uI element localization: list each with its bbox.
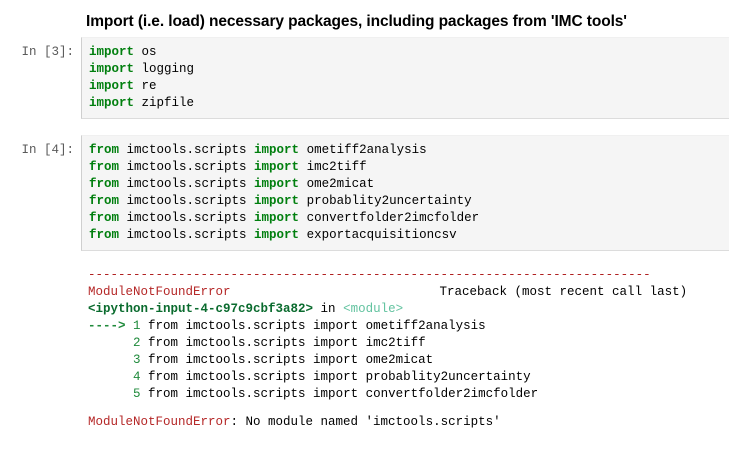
code-line: import logging <box>89 61 729 78</box>
keyword-token: from <box>89 228 120 243</box>
frame-code: from imctools.scripts import probablity2… <box>140 370 531 385</box>
traceback-source-line: 2 from imctools.scripts import imc2tiff <box>88 335 729 352</box>
code-line: import re <box>89 78 729 95</box>
keyword-token: import <box>89 45 135 60</box>
keyword-token: import <box>89 96 135 111</box>
keyword-token: import <box>254 228 300 243</box>
frame-marker <box>88 370 133 384</box>
module-token: imctools.scripts <box>119 228 255 243</box>
traceback-header: ModuleNotFoundError Traceback (most recen… <box>88 284 729 301</box>
error-type: ModuleNotFoundError <box>88 285 231 300</box>
frame-code: from imctools.scripts import ome2micat <box>140 353 434 368</box>
code-line: from imctools.scripts import probablity2… <box>89 193 729 210</box>
keyword-token: import <box>254 211 300 226</box>
scope-name: <module> <box>343 302 404 317</box>
in-keyword: in <box>313 302 344 317</box>
code-token: ometiff2analysis <box>299 143 427 158</box>
input-prompt-in-4: In [4]: <box>21 143 74 158</box>
code-line: from imctools.scripts import exportacqui… <box>89 227 729 244</box>
traceback-gap <box>88 403 729 414</box>
traceback-source-line: 5 from imctools.scripts import convertfo… <box>88 386 729 403</box>
code-token: ome2micat <box>299 177 375 192</box>
line-number: 4 <box>133 370 141 385</box>
traceback-output: ----------------------------------------… <box>81 265 729 432</box>
frame-code: from imctools.scripts import ometiff2ana… <box>140 319 486 334</box>
line-number: 5 <box>133 387 141 402</box>
line-number: 2 <box>133 336 141 351</box>
code-line: import zipfile <box>89 95 729 112</box>
input-file-ref: <ipython-input-4-c97c9cbf3a82> <box>88 302 314 317</box>
cell-spacer <box>0 119 729 135</box>
frame-marker <box>88 336 133 350</box>
code-cell-in-4[interactable]: In [4]: from imctools.scripts import ome… <box>0 135 729 252</box>
line-number: 1 <box>133 319 141 334</box>
code-token: imc2tiff <box>299 160 367 175</box>
code-token: exportacquisitioncsv <box>299 228 457 243</box>
traceback-source-line: 3 from imctools.scripts import ome2micat <box>88 352 729 369</box>
keyword-token: from <box>89 160 120 175</box>
keyword-token: import <box>254 194 300 209</box>
keyword-token: from <box>89 143 120 158</box>
code-token: os <box>134 45 157 60</box>
traceback-source-line: ----> 1 from imctools.scripts import ome… <box>88 318 729 335</box>
traceback-separator: ----------------------------------------… <box>88 267 729 284</box>
code-line: from imctools.scripts import convertfold… <box>89 210 729 227</box>
module-token: imctools.scripts <box>119 160 255 175</box>
code-editor-in-3[interactable]: import os import logging import re impor… <box>81 37 729 120</box>
keyword-token: import <box>89 62 135 77</box>
module-token: imctools.scripts <box>119 194 255 209</box>
page-title: Import (i.e. load) necessary packages, i… <box>86 13 627 30</box>
keyword-token: from <box>89 211 120 226</box>
code-line: import os <box>89 44 729 61</box>
module-token: imctools.scripts <box>119 177 255 192</box>
code-editor-in-4[interactable]: from imctools.scripts import ometiff2ana… <box>81 135 729 252</box>
output-cell-traceback: ----------------------------------------… <box>0 265 729 432</box>
frame-marker <box>88 387 133 401</box>
line-number: 3 <box>133 353 141 368</box>
frame-marker <box>88 353 133 367</box>
traceback-frame-location: <ipython-input-4-c97c9cbf3a82> in <modul… <box>88 301 729 318</box>
keyword-token: from <box>89 194 120 209</box>
module-token: imctools.scripts <box>119 143 255 158</box>
code-line: from imctools.scripts import imc2tiff <box>89 159 729 176</box>
code-line: from imctools.scripts import ome2micat <box>89 176 729 193</box>
input-prompt-in-3: In [3]: <box>21 45 74 60</box>
traceback-label: Traceback (most recent call last) <box>439 285 688 300</box>
error-type-final: ModuleNotFoundError <box>88 415 231 430</box>
separator-rule: ----------------------------------------… <box>88 268 651 283</box>
error-arrow-marker: ----> <box>88 319 134 334</box>
markdown-cell[interactable]: Import (i.e. load) necessary packages, i… <box>0 0 729 37</box>
output-spacer <box>0 251 729 265</box>
frame-code: from imctools.scripts import imc2tiff <box>140 336 426 351</box>
traceback-source-line: 4 from imctools.scripts import probablit… <box>88 369 729 386</box>
code-token: logging <box>134 62 195 77</box>
traceback-final-message: ModuleNotFoundError: No module named 'im… <box>88 414 729 431</box>
module-token: imctools.scripts <box>119 211 255 226</box>
keyword-token: import <box>89 79 135 94</box>
error-message: : No module named 'imctools.scripts' <box>230 415 501 430</box>
code-token: re <box>134 79 157 94</box>
keyword-token: import <box>254 160 300 175</box>
code-token: zipfile <box>134 96 195 111</box>
keyword-token: import <box>254 177 300 192</box>
code-token: probablity2uncertainty <box>299 194 472 209</box>
code-token: convertfolder2imcfolder <box>299 211 480 226</box>
keyword-token: from <box>89 177 120 192</box>
code-cell-in-3[interactable]: In [3]: import os import logging import … <box>0 37 729 120</box>
frame-code: from imctools.scripts import convertfold… <box>140 387 539 402</box>
keyword-token: import <box>254 143 300 158</box>
code-line: from imctools.scripts import ometiff2ana… <box>89 142 729 159</box>
